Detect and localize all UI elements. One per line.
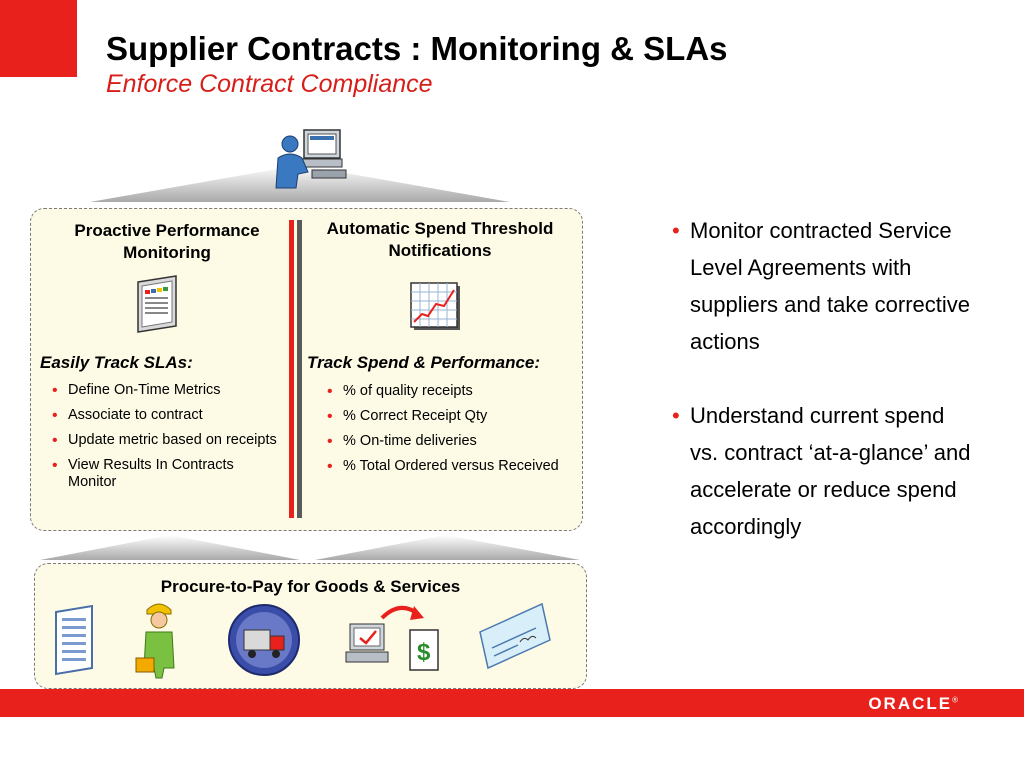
top-connector-triangle	[90, 165, 510, 202]
list-item: % Correct Receipt Qty	[327, 408, 567, 425]
page-title: Supplier Contracts : Monitoring & SLAs	[106, 30, 728, 67]
list-item: Define On-Time Metrics	[52, 382, 277, 399]
divider-grey	[297, 220, 302, 518]
page-subtitle: Enforce Contract Compliance	[106, 70, 433, 98]
key-point: Monitor contracted Service Level Agreeme…	[672, 212, 972, 360]
left-column-heading: Proactive Performance Monitoring	[74, 221, 260, 262]
check-icon	[479, 602, 551, 670]
svg-text:$: $	[417, 639, 431, 666]
list-item: View Results In Contracts Monitor	[52, 457, 277, 491]
bottom-left-connector	[40, 535, 300, 560]
delivery-truck-icon	[228, 604, 300, 676]
oracle-logo: ORACLE®	[868, 694, 958, 713]
user-computer-icon	[275, 129, 347, 189]
key-points-list: Monitor contracted Service Level Agreeme…	[672, 212, 972, 545]
procure-to-pay-heading: Procure-to-Pay for Goods & Services	[160, 577, 461, 596]
list-item: Associate to contract	[52, 407, 277, 424]
divider-red	[289, 220, 294, 518]
list-item: % Total Ordered versus Received	[327, 458, 567, 475]
list-item: Update metric based on receipts	[52, 432, 277, 449]
worker-icon	[135, 603, 175, 679]
left-bullet-list: Define On-Time Metrics Associate to cont…	[52, 382, 277, 499]
right-column-heading: Automatic Spend Threshold Notifications	[326, 219, 554, 260]
spend-chart-icon	[410, 282, 460, 330]
bottom-right-connector	[315, 535, 580, 560]
document-list-icon	[55, 604, 93, 676]
list-item: % of quality receipts	[327, 383, 567, 400]
footer-bar	[0, 689, 1024, 717]
right-section-title: Track Spend & Performance:	[307, 353, 541, 372]
corner-accent	[0, 0, 77, 77]
computer-payment-icon: $	[345, 606, 439, 671]
key-point: Understand current spend vs. contract ‘a…	[672, 397, 972, 545]
right-bullet-list: % of quality receipts % Correct Receipt …	[327, 383, 567, 483]
scorecard-icon	[137, 275, 177, 333]
list-item: % On-time deliveries	[327, 433, 567, 450]
left-section-title: Easily Track SLAs:	[40, 353, 193, 372]
